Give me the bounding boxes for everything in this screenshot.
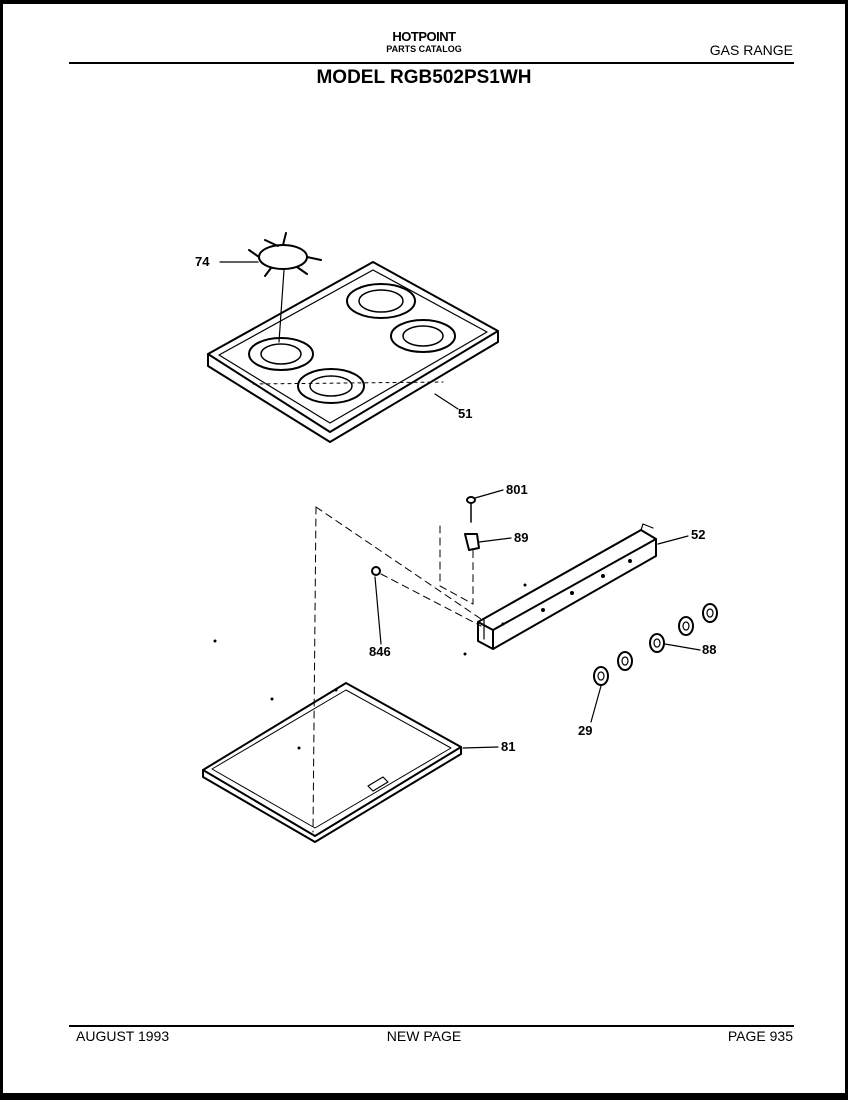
- model-title: MODEL RGB502PS1WH: [316, 67, 532, 88]
- leader-29: [590, 685, 602, 723]
- leader-51: [434, 393, 459, 410]
- callout-89: 89: [514, 530, 528, 545]
- assembly-lines: [312, 506, 482, 833]
- knob-small-part: [649, 603, 718, 653]
- leader-801: [474, 489, 504, 499]
- header-rule: [69, 62, 794, 64]
- catalog-title: PARTS CATALOG: [386, 44, 462, 54]
- callout-81: 81: [501, 739, 515, 754]
- callout-52: 52: [691, 527, 705, 542]
- footer-page-number: PAGE 935: [727, 1028, 793, 1044]
- callout-51: 51: [458, 406, 472, 421]
- footer-rule: [69, 1025, 794, 1027]
- catalog-page: HOTPOINT PARTS CATALOG GAS RANGE MODEL R…: [3, 4, 845, 1093]
- callout-88: 88: [702, 642, 716, 657]
- bracket-clip-part: [464, 533, 480, 551]
- fitting-part: [371, 566, 381, 576]
- callout-801: 801: [506, 482, 528, 497]
- brand-name: HOTPOINT: [392, 29, 456, 44]
- bottom-panel-part: [202, 682, 462, 843]
- manifold-bracket-part: [477, 523, 657, 650]
- leader-52: [657, 535, 689, 545]
- footer-date: AUGUST 1993: [76, 1028, 170, 1044]
- leader-81: [462, 746, 499, 749]
- detail-dots: [213, 559, 632, 750]
- footer-note: NEW PAGE: [386, 1028, 462, 1044]
- product-category: GAS RANGE: [709, 42, 793, 58]
- callout-29: 29: [578, 723, 592, 738]
- knob-large-part: [593, 651, 633, 686]
- leader-846: [374, 576, 382, 645]
- callout-846: 846: [369, 644, 391, 659]
- screw-part: [466, 496, 476, 523]
- cooktop-part: [207, 261, 499, 443]
- leader-89: [478, 537, 512, 543]
- exploded-parts-diagram: 74 51 801 89 52 846 88 29 81: [195, 232, 718, 843]
- leader-88: [664, 643, 701, 651]
- burner-grate-part: [248, 232, 322, 343]
- callout-74: 74: [195, 254, 210, 269]
